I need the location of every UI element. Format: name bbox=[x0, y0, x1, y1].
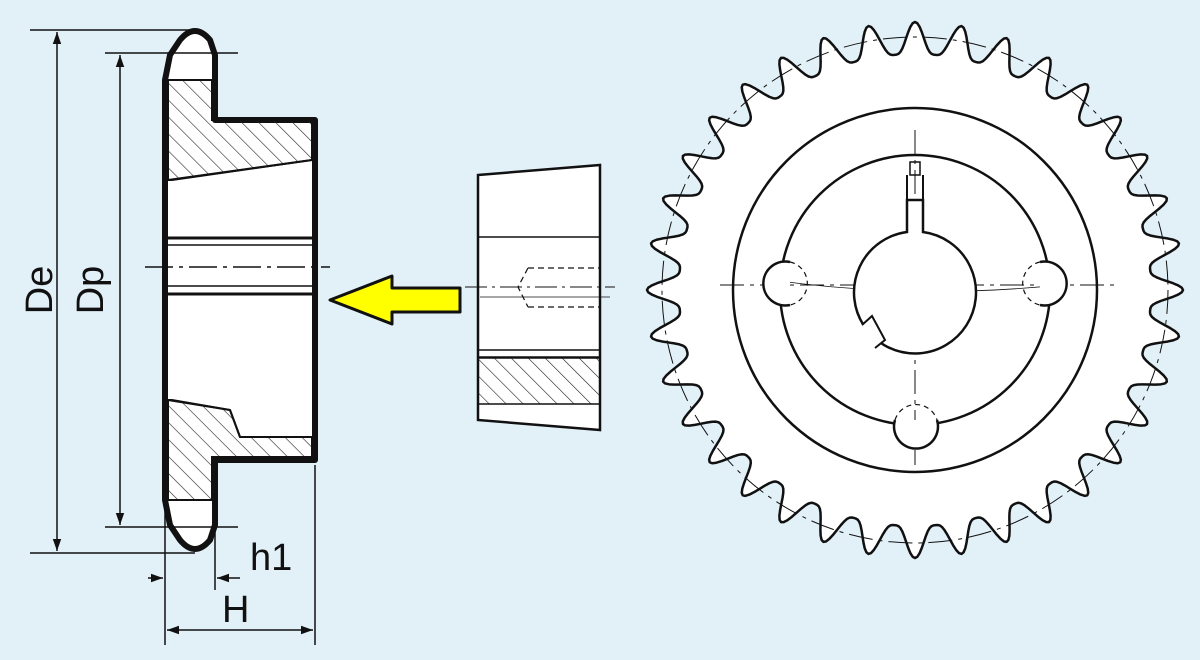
taper-line-top bbox=[167, 159, 313, 181]
label-de: De bbox=[19, 266, 61, 315]
screw-hole-bottom bbox=[892, 419, 940, 450]
hub-outer-circle bbox=[731, 106, 1099, 474]
taper-bush-side-view bbox=[465, 163, 615, 432]
screw-hole-right-hidden bbox=[1022, 261, 1041, 306]
label-h: H bbox=[222, 589, 249, 631]
screw-hole-bottom-hidden bbox=[894, 404, 938, 421]
bush-key-notch bbox=[861, 314, 887, 349]
screw-hole-left bbox=[762, 260, 791, 307]
label-dp: Dp bbox=[70, 266, 112, 315]
pitch-circle bbox=[661, 36, 1169, 544]
screw-hole-right bbox=[1039, 260, 1068, 307]
bush-recess-edge bbox=[229, 409, 241, 438]
label-h1: h1 bbox=[250, 537, 292, 579]
central-bore bbox=[852, 198, 978, 355]
keyway-slot-top bbox=[909, 161, 921, 176]
screw-hole-left-hidden bbox=[789, 261, 808, 306]
taper-line-bottom bbox=[167, 399, 231, 411]
dimension-lines bbox=[30, 29, 316, 645]
sprocket-front-view bbox=[645, 20, 1185, 560]
insert-direction-arrow bbox=[328, 274, 462, 326]
bush-hatched-key bbox=[477, 357, 601, 405]
